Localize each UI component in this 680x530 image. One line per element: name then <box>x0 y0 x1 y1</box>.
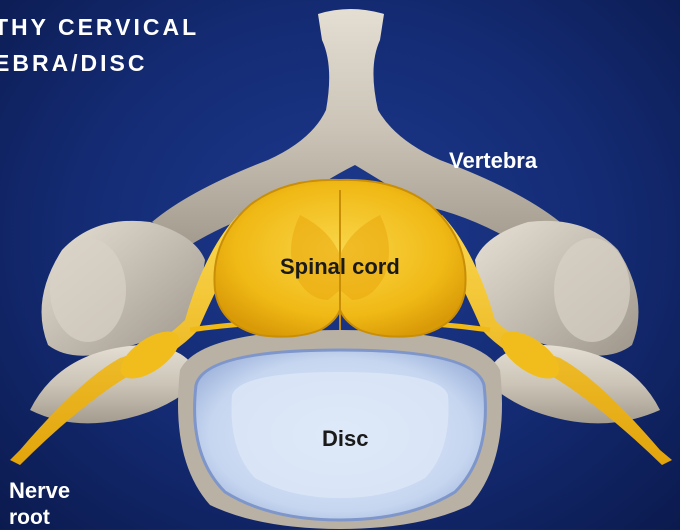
left-articular-facet <box>50 238 126 342</box>
label-spinal-cord: Spinal cord <box>280 254 400 280</box>
label-nerve-root-line1: Nerve <box>9 478 70 504</box>
title-line-1: THY CERVICAL <box>0 14 199 41</box>
right-articular-facet <box>554 238 630 342</box>
label-vertebra: Vertebra <box>449 148 537 174</box>
label-disc: Disc <box>322 426 368 452</box>
label-nerve-root-line2: root <box>9 506 50 530</box>
title-line-2: EBRA/DISC <box>0 50 148 77</box>
